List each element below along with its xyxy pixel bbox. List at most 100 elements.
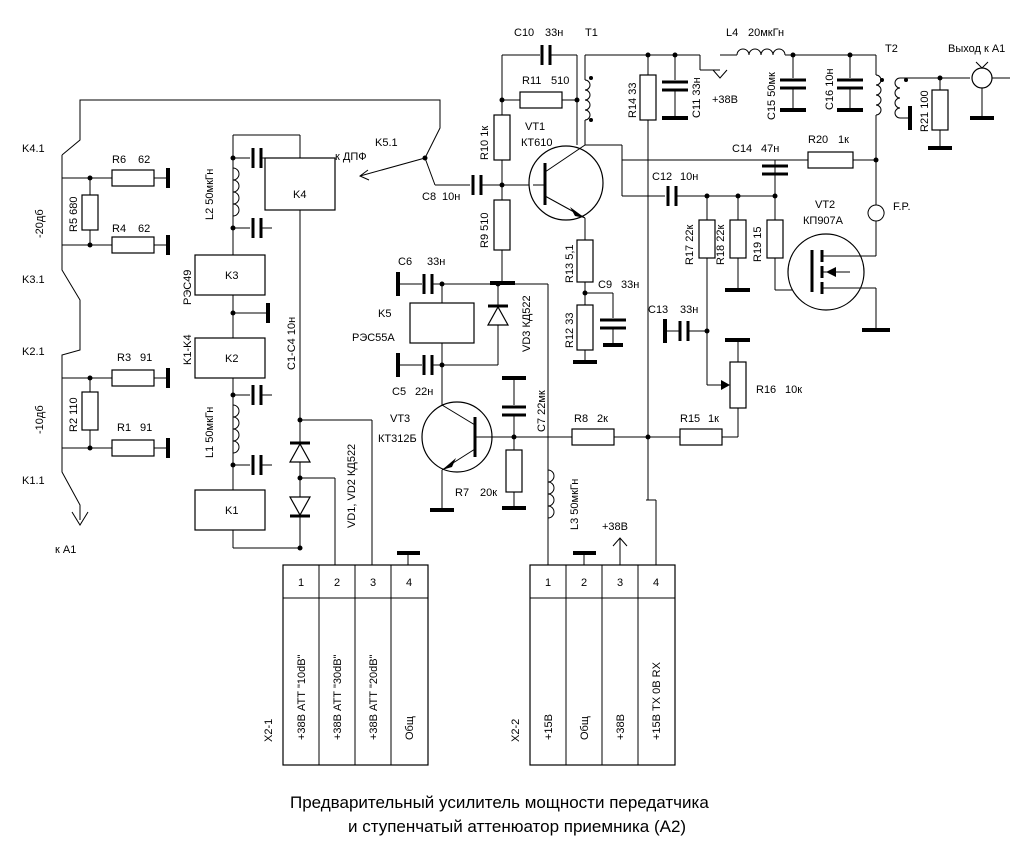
label-r4: R4: [112, 223, 126, 235]
x22-pin-1: 1: [545, 577, 551, 589]
diode-vd2: [288, 496, 312, 517]
resistor-r19: [766, 219, 784, 259]
relay-section: [194, 134, 420, 565]
resistor-r13: [576, 239, 594, 283]
label-c5: C5: [392, 386, 406, 398]
relay-k5: [409, 302, 475, 344]
vt2-bias: [622, 151, 879, 446]
label-r2: R2 110: [68, 397, 80, 432]
x21-pin-3: 3: [370, 577, 376, 589]
resistor-r18: [729, 219, 747, 259]
label-att10: -10дб: [34, 405, 46, 434]
resistor-r14: [639, 74, 657, 121]
label-r9: R9 510: [479, 213, 491, 248]
label-c13v: 33н: [680, 304, 698, 316]
vt3-k5-section: [396, 272, 680, 540]
label-r3: R3: [117, 352, 131, 364]
label-k21: K2.1: [22, 346, 45, 358]
label-r16v: 10к: [785, 384, 802, 396]
label-r16: R16: [756, 384, 776, 396]
relay-k2: [194, 337, 266, 379]
x22-signal-1: +15В: [543, 714, 555, 740]
label-kdpf: к ДПФ: [335, 151, 367, 163]
label-res55: РЭС55А: [352, 332, 395, 344]
resistor-r15: [679, 428, 723, 446]
x22-pin-2: 2: [581, 577, 587, 589]
label-r1v: 91: [140, 422, 152, 434]
resistor-r5: [81, 194, 99, 231]
resistor-r17: [698, 219, 716, 259]
label-r12: R12 33: [564, 313, 576, 348]
resistor-r20: [807, 151, 854, 169]
potentiometer-r16: [729, 361, 747, 409]
label-k31: K3.1: [22, 274, 45, 286]
x21-pin-1: 1: [298, 577, 304, 589]
transistor-vt1: [528, 145, 604, 221]
label-k11: K1.1: [22, 475, 45, 487]
label-r18: R18 22к: [715, 225, 727, 265]
label-k2: K2: [225, 353, 238, 365]
label-r4v: 62: [138, 223, 150, 235]
label-c6: C6: [398, 256, 412, 268]
label-c1c4: C1-C4 10н: [286, 317, 298, 370]
label-l4v: 20мкГн: [748, 27, 784, 39]
label-kt610: КТ610: [521, 137, 552, 149]
x21-signal-4: Общ: [404, 716, 416, 740]
vt2-stage: [720, 48, 1010, 332]
label-fp: F.P.: [893, 201, 911, 213]
diode-vd3: [486, 305, 510, 326]
x22-pin-3: 3: [617, 577, 623, 589]
resistor-r12: [576, 304, 594, 351]
label-r5: R5 680: [68, 197, 80, 232]
label-r20: R20: [808, 134, 828, 146]
inductor-l2: [232, 167, 240, 217]
x21-pin-2: 2: [334, 577, 340, 589]
label-kp907: КП907А: [803, 215, 844, 227]
label-c12: C12: [652, 171, 672, 183]
label-k1k4: K1-K4: [182, 334, 194, 365]
label-k51: K5.1: [375, 137, 398, 149]
label-plus38b: +38В: [602, 521, 628, 533]
x21-pin-4: 4: [406, 577, 412, 589]
transformer-t2: [875, 74, 882, 116]
label-r21: R21 100: [919, 90, 931, 132]
label-k3: K3: [225, 270, 238, 282]
resistor-r6: [111, 169, 155, 187]
label-c11: C11 33н: [691, 77, 703, 118]
x21-signal-2: +38В АТТ "30dB": [332, 654, 344, 740]
label-vt2: VT2: [815, 199, 835, 211]
component-labels: K4.1 K3.1 K2.1 K1.1 к А1 -20дб -10дб R5 …: [22, 27, 1005, 556]
x22-pin-4: 4: [653, 577, 659, 589]
vt1-stage: [359, 45, 775, 500]
label-r7: R7: [455, 487, 469, 499]
label-k41: K4.1: [22, 143, 45, 155]
label-k4: K4: [293, 189, 306, 201]
x21-signal-1: +38В АТТ "10dB": [296, 654, 308, 740]
resistor-r21: [931, 89, 949, 131]
label-c7: C7 22мк: [536, 390, 548, 432]
label-r19: R19 15: [752, 227, 764, 262]
label-r11: R11: [522, 75, 541, 87]
label-c15: C15 50мк: [766, 72, 778, 120]
label-r20v: 1к: [838, 134, 849, 146]
label-r7v: 20к: [480, 487, 497, 499]
label-c6v: 33н: [427, 256, 445, 268]
label-r15v: 1к: [708, 413, 719, 425]
connector-x2-1: 1 2 3 4 +38В АТТ "10dB" +38В АТТ "30dB" …: [263, 564, 429, 766]
inductor-l3: [547, 469, 555, 519]
resistor-r7: [505, 449, 523, 493]
resistor-r11: [519, 91, 563, 109]
label-r8v: 2к: [597, 413, 608, 425]
label-r13: R13 5,1: [564, 244, 576, 283]
label-c9v: 33н: [621, 279, 639, 291]
label-r14: R14 33: [627, 83, 639, 118]
label-r1: R1: [117, 422, 131, 434]
label-r17: R17 22к: [684, 225, 696, 265]
label-c12v: 10н: [680, 171, 698, 183]
label-l3: L3 50мкГн: [569, 479, 581, 530]
label-c8v: 10н: [442, 191, 460, 203]
label-r11v: 510: [551, 75, 569, 87]
resistor-r8: [571, 428, 615, 446]
label-r8: R8: [574, 413, 588, 425]
label-c5v: 22н: [415, 386, 433, 398]
